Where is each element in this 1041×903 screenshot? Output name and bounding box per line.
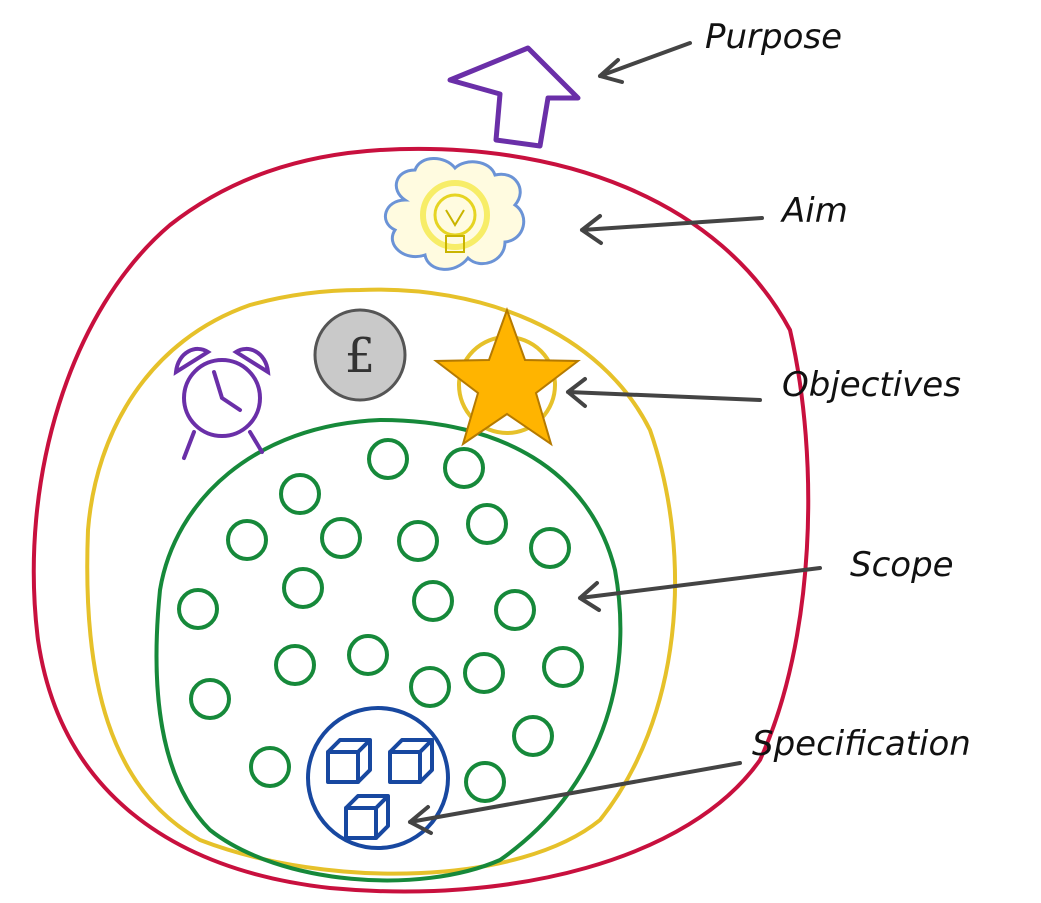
scope-pointer bbox=[578, 566, 822, 612]
cubes-icon bbox=[326, 738, 434, 840]
specification-boundary bbox=[306, 706, 450, 850]
scope-item bbox=[443, 447, 485, 489]
scope-item bbox=[177, 588, 219, 630]
scope-item bbox=[512, 715, 554, 757]
pound-coin-icon: £ bbox=[313, 308, 407, 402]
scope-item bbox=[463, 652, 505, 694]
objectives-boundary bbox=[85, 287, 678, 876]
scope-items bbox=[177, 438, 584, 803]
scope-item bbox=[282, 567, 324, 609]
purpose-label: Purpose bbox=[705, 17, 842, 57]
scope-item bbox=[279, 473, 321, 515]
scope-item bbox=[189, 678, 231, 720]
scope-item bbox=[347, 634, 389, 676]
scope-item bbox=[529, 527, 571, 569]
objectives-label: Objectives bbox=[782, 365, 961, 405]
scope-item bbox=[320, 517, 362, 559]
scope-label: Scope bbox=[850, 545, 954, 585]
scope-item bbox=[367, 438, 409, 480]
scope-item bbox=[409, 666, 451, 708]
star-icon bbox=[433, 307, 581, 447]
aim-boundary bbox=[31, 146, 811, 894]
aim-pointer bbox=[580, 214, 764, 245]
up-arrow-icon bbox=[447, 45, 581, 149]
scope-item bbox=[494, 589, 536, 631]
scope-boundary bbox=[154, 417, 623, 883]
scope-item bbox=[542, 646, 584, 688]
scope-item bbox=[466, 503, 508, 545]
scope-item bbox=[226, 519, 268, 561]
lightbulb-cloud-icon bbox=[383, 157, 526, 271]
scope-item bbox=[274, 644, 316, 686]
scope-item bbox=[412, 580, 454, 622]
alarm-clock-icon bbox=[173, 346, 271, 460]
scope-item bbox=[464, 761, 506, 803]
pound-symbol: £ bbox=[345, 328, 376, 384]
aim-label: Aim bbox=[780, 191, 848, 231]
scope-item bbox=[397, 520, 439, 562]
purpose-pointer bbox=[598, 41, 692, 84]
objectives-pointer bbox=[566, 377, 762, 408]
pointer-arrows bbox=[408, 41, 822, 835]
specification-label: Specification bbox=[752, 724, 971, 764]
specification-pointer bbox=[408, 761, 742, 835]
scope-item bbox=[249, 746, 291, 788]
